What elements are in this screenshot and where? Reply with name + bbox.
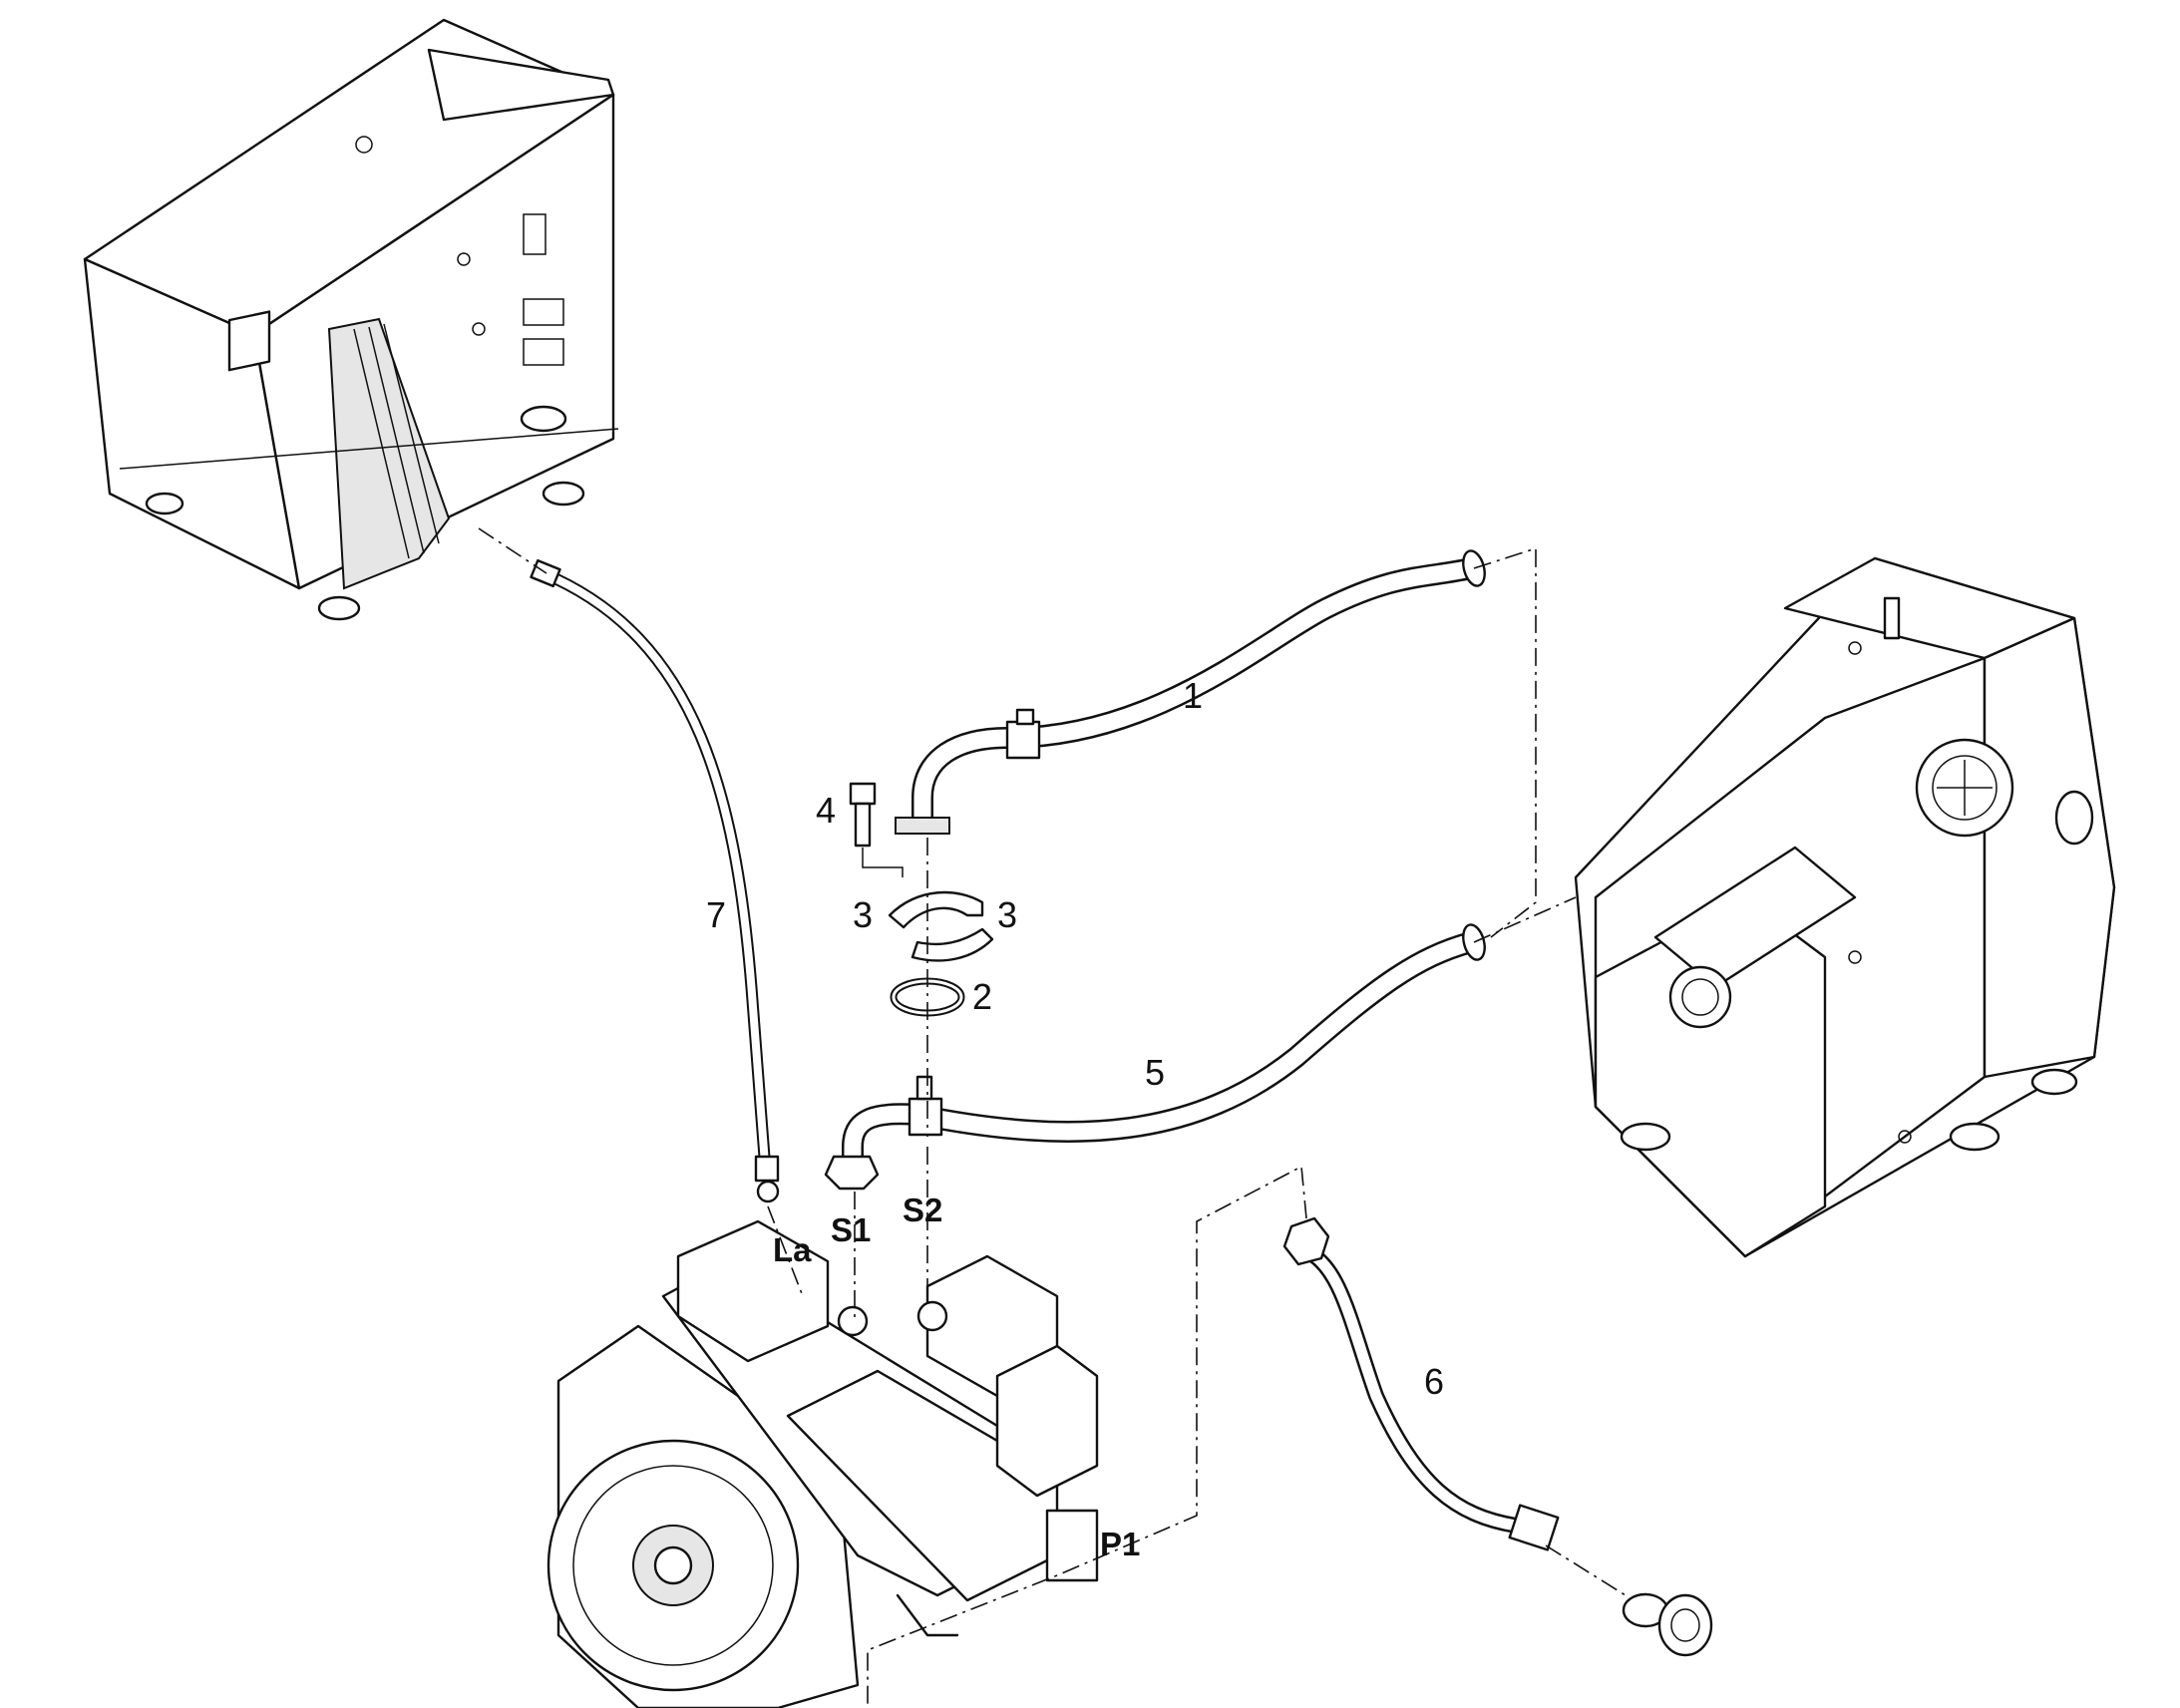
part-7-hydraulic-line	[530, 558, 780, 1203]
label-item-1: 1	[1183, 675, 1203, 716]
part-6-pressure-hose	[1282, 1216, 1713, 1657]
label-item-3-right: 3	[997, 894, 1017, 935]
label-item-2: 2	[972, 976, 992, 1017]
label-item-7: 7	[706, 894, 726, 935]
elbow-fitting	[1622, 1592, 1713, 1657]
hydraulic-pump	[546, 1219, 1099, 1708]
part-4-bolt	[849, 782, 904, 877]
right-side-tank	[1574, 556, 2116, 1258]
label-port-la: La	[773, 1231, 812, 1268]
label-port-p1: P1	[1100, 1526, 1140, 1562]
label-item-4: 4	[816, 790, 836, 831]
label-item-3-left: 3	[853, 894, 873, 935]
label-port-s1: S1	[831, 1211, 871, 1248]
label-item-5: 5	[1145, 1052, 1165, 1093]
label-port-s2: S2	[903, 1192, 942, 1228]
label-item-6: 6	[1424, 1361, 1444, 1402]
leader-lines	[478, 527, 1627, 1708]
upper-left-component	[83, 18, 619, 621]
callout-labels: 1 2 3 3 4 5 6 7 La S1 S2 P1	[706, 675, 1444, 1562]
part-3-clamp-halves	[888, 890, 994, 962]
